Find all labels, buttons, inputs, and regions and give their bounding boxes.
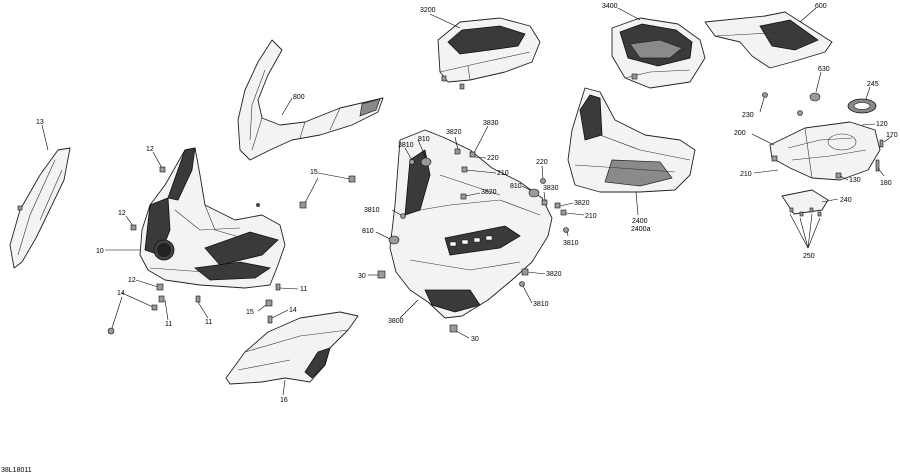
- callout-120: 120: [876, 121, 888, 128]
- callout-3400: 3400: [602, 3, 618, 10]
- callout-245: 245: [867, 81, 879, 88]
- side-panel-13: [9, 147, 71, 269]
- callout-2400: 2400: [632, 218, 648, 225]
- callout-30a: 30: [358, 273, 366, 280]
- upper-cowl-800: [237, 39, 384, 161]
- callout-11a: 11: [165, 321, 172, 328]
- callout-15a: 15: [310, 169, 318, 176]
- callout-3200: 3200: [420, 7, 436, 14]
- callout-3810c: 3810: [563, 240, 579, 247]
- callout-130: 130: [849, 177, 861, 184]
- callout-15b: 15: [246, 309, 254, 316]
- callout-3820a: 3820: [446, 129, 462, 136]
- callout-210a: 210: [740, 171, 752, 178]
- callout-13: 13: [36, 119, 44, 126]
- side-shroud-2400: [567, 87, 696, 193]
- callout-810b: 810: [510, 183, 522, 190]
- callout-630: 630: [818, 66, 830, 73]
- callout-16: 16: [280, 397, 288, 404]
- callout-2400a: 2400a: [631, 226, 651, 233]
- callout-3820b: 3820: [481, 189, 497, 196]
- callout-170: 170: [886, 132, 898, 139]
- front-fascia-10: [139, 147, 286, 289]
- storage-box-3400: [611, 17, 706, 89]
- callout-600: 600: [815, 3, 827, 10]
- plate-240: [781, 189, 829, 217]
- callout-10: 10: [96, 248, 104, 255]
- callout-810a: 810: [418, 136, 430, 143]
- front-frame-3800: [389, 129, 553, 319]
- callout-30b: 30: [471, 336, 479, 343]
- callout-3830b: 3830: [543, 185, 559, 192]
- callout-12b: 12: [118, 210, 126, 217]
- callout-3820c: 3820: [574, 200, 590, 207]
- callout-3810d: 3810: [533, 301, 549, 308]
- callout-220a: 220: [487, 155, 499, 162]
- callout-3820d: 3820: [546, 271, 562, 278]
- callout-3810b: 3810: [364, 207, 380, 214]
- callout-14b: 14: [289, 307, 297, 314]
- callout-180: 180: [880, 180, 892, 187]
- callout-12c: 12: [128, 277, 136, 284]
- callout-210c: 210: [585, 213, 597, 220]
- bracket-200: [769, 121, 881, 181]
- callout-3800: 3800: [388, 318, 404, 325]
- callout-200: 200: [734, 130, 746, 137]
- callout-250: 250: [803, 253, 815, 260]
- upper-housing-3200: [437, 17, 541, 90]
- callout-810c: 810: [362, 228, 374, 235]
- lower-deflector-16: [225, 311, 359, 385]
- figure-reference-code: 38L18011: [1, 467, 32, 474]
- callout-210b: 210: [497, 170, 509, 177]
- callout-14a: 14: [117, 290, 125, 297]
- callout-11b: 11: [205, 319, 212, 326]
- callout-12a: 12: [146, 146, 154, 153]
- callout-240: 240: [840, 197, 852, 204]
- rear-cover-600: [704, 11, 833, 69]
- callout-11c: 11: [300, 286, 307, 293]
- callout-3830a: 3830: [483, 120, 499, 127]
- callout-230: 230: [742, 112, 754, 119]
- callout-800: 800: [293, 94, 305, 101]
- callout-220b: 220: [536, 159, 548, 166]
- callout-3810a: 3810: [398, 142, 414, 149]
